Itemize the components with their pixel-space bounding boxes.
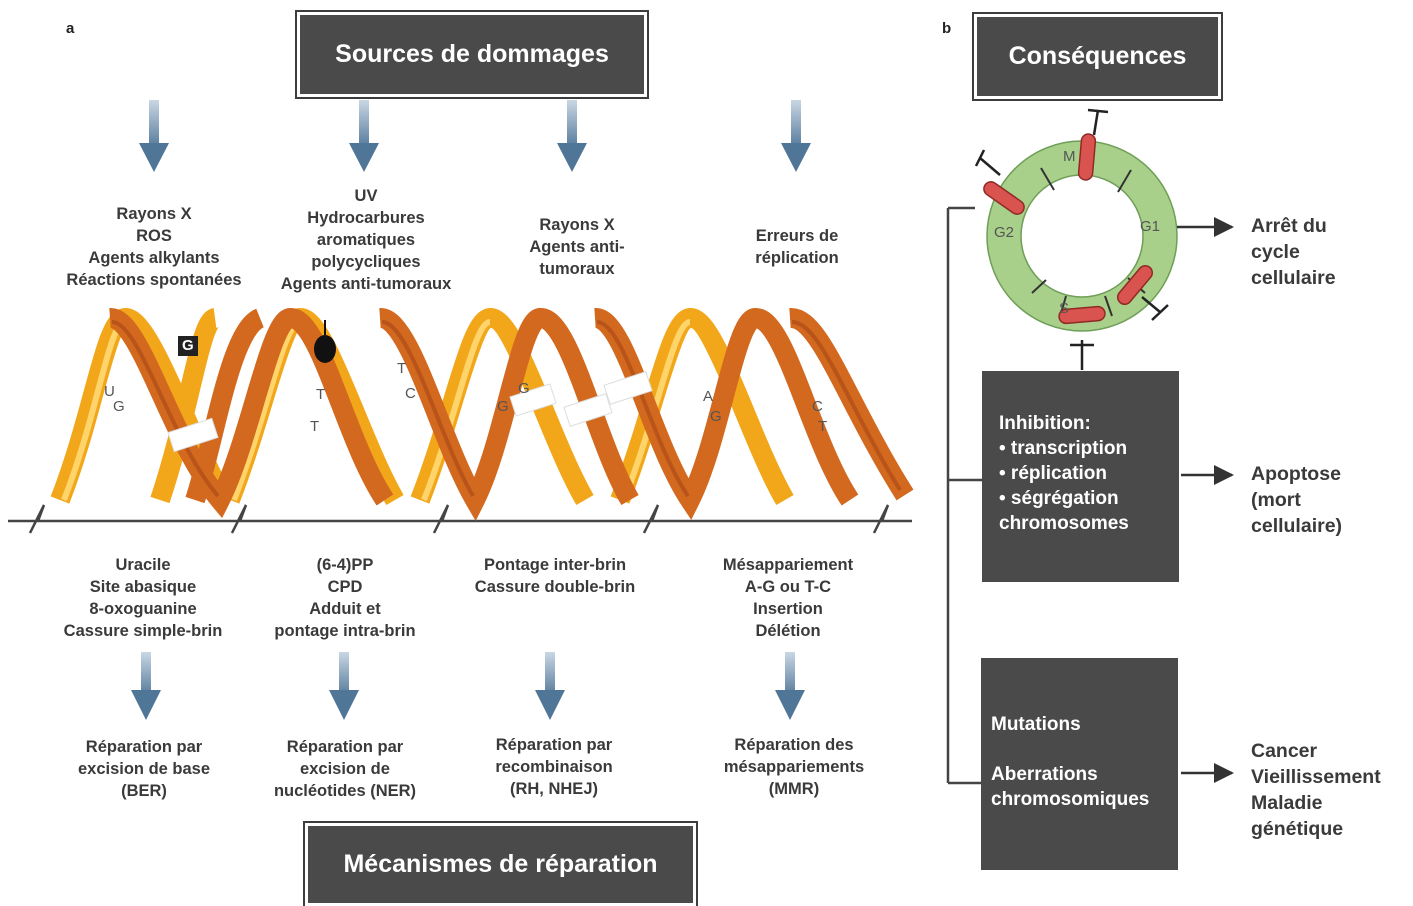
lesions-text-2: (6-4)PP CPD Adduit et pontage intra-brin (274, 556, 416, 640)
blue-arrow-icon (139, 100, 169, 172)
mutations-text: Mutations (991, 714, 1081, 735)
dna-letter-u: U (104, 383, 115, 400)
repair-title-box: Mécanismes de réparation (303, 821, 698, 906)
dna-letter-g: G (113, 398, 125, 415)
dna-letter-t: T (316, 386, 326, 403)
dna-letter-g: G (710, 408, 722, 425)
cell-cycle-ring (974, 108, 1178, 370)
adduct-marker (314, 335, 336, 363)
mutations-box: Mutations Aberrations chromosomiques (981, 658, 1178, 870)
oxoguanine-marker (178, 336, 198, 356)
inhibition-text: Inhibition: • transcription • réplicatio… (999, 413, 1129, 534)
sources-text-1: Rayons X ROS Agents alkylants Réactions … (66, 205, 242, 289)
phase-g1-label: G1 (1140, 218, 1161, 235)
panel-b-letter: b (942, 20, 952, 37)
dna-letter-g: G (518, 380, 530, 397)
phase-s-label: S (1059, 300, 1070, 317)
source-arrows (139, 100, 811, 172)
dna-letter-g: G (497, 398, 509, 415)
phase-g2-label: G2 (994, 224, 1015, 241)
dna-letter-a: A (703, 388, 714, 405)
repair-title: Mécanismes de réparation (308, 826, 693, 903)
blue-arrow-icon (781, 100, 811, 172)
dna-letter-t: T (818, 418, 828, 435)
blue-arrow-icon (349, 100, 379, 172)
consequence-bracket (946, 206, 982, 785)
dna-letter-t: T (310, 418, 320, 435)
blue-arrow-icon (535, 652, 565, 720)
phase-m-label: M (1063, 148, 1076, 165)
blue-arrow-icon (131, 652, 161, 720)
repair-text-2: Réparation par excision de nucléotides (… (273, 738, 417, 800)
blue-arrow-icon (775, 652, 805, 720)
repair-arrows (131, 652, 805, 720)
lesions-text-4: Mésappariement A-G ou T-C Insertion Délé… (722, 556, 854, 640)
lesions-text-1: Uracile Site abasique 8-oxoguanine Cassu… (63, 556, 223, 640)
dna-letter-g-box: G (182, 337, 194, 354)
repair-text-3: Réparation par recombinaison (RH, NHEJ) (495, 736, 613, 798)
inhibition-box: Inhibition: • transcription • réplicatio… (982, 371, 1179, 582)
panel-a-letter: a (66, 20, 75, 37)
dna-helix (8, 308, 914, 534)
repair-text-4: Réparation des mésappariements (MMR) (723, 736, 865, 798)
dna-letter-t: T (397, 360, 407, 377)
lesions-text-3: Pontage inter-brin Cassure double-brin (474, 556, 636, 596)
aberrations-text: Aberrations chromosomiques (991, 764, 1150, 810)
outcome-cycle-arrest: Arrêt du cycle cellulaire (1251, 215, 1336, 289)
sources-title-box: Sources de dommages (295, 10, 649, 99)
dna-letter-c: C (812, 398, 823, 415)
blue-arrow-icon (329, 652, 359, 720)
sources-text-2: UV Hydrocarbures aromatiques polycycliqu… (280, 187, 452, 293)
sources-text-4: Erreurs de réplication (755, 227, 839, 267)
sources-text-3: Rayons X Agents anti- tumoraux (529, 216, 625, 278)
outcome-apoptosis: Apoptose (mort cellulaire) (1251, 463, 1343, 537)
dna-baseline (8, 504, 912, 534)
repair-text-1: Réparation par excision de base (BER) (77, 738, 211, 800)
outcome-arrows (1177, 217, 1234, 783)
outcome-cancer: Cancer Vieillissement Maladie génétique (1251, 740, 1381, 840)
sources-title: Sources de dommages (300, 15, 644, 94)
dna-letter-c: C (405, 385, 416, 402)
consequences-title: Conséquences (977, 17, 1218, 96)
blue-arrow-icon (557, 100, 587, 172)
consequences-title-box: Conséquences (972, 12, 1223, 101)
